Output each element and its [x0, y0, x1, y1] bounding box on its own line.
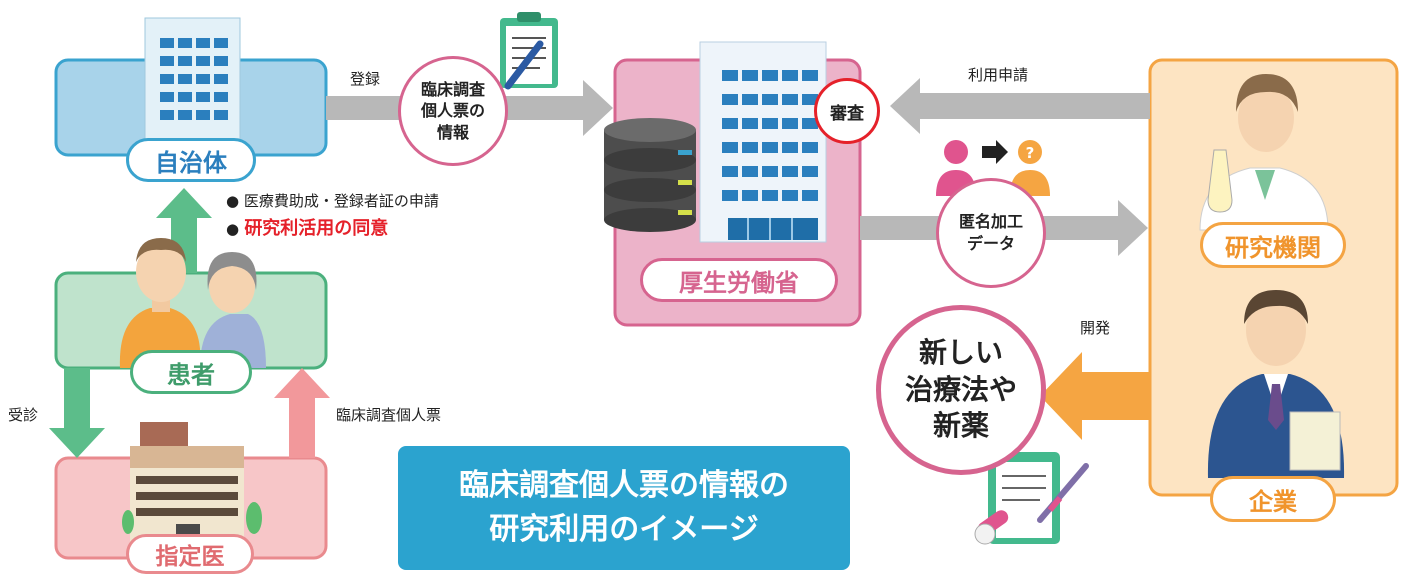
bullet-consent: ● 研究利活用の同意: [226, 214, 388, 240]
patient-label: 患者: [130, 350, 252, 394]
clinic-building-icon: [122, 422, 262, 548]
bullet-consent-text: 研究利活用の同意: [244, 218, 389, 239]
designated-doctor-label: 指定医: [126, 534, 254, 574]
development-label: 開発: [1080, 319, 1111, 337]
database-icon: [604, 118, 696, 232]
mhlw-label: 厚生労働省: [640, 258, 838, 302]
new-treatment-bubble: 新しい 治療法や 新薬: [876, 305, 1046, 475]
patient-woman-illustration: [200, 252, 266, 368]
medicine-clipboard-icon: [974, 452, 1089, 545]
municipality-building-icon: [144, 17, 241, 149]
businessman-illustration: [1207, 290, 1345, 478]
mhlw-building-icon: [699, 41, 827, 243]
title-line-1: 臨床調査個人票の情報の: [459, 468, 789, 503]
clinical-form-label: 臨床調査個人票: [336, 406, 442, 424]
clinical-info-bubble: 臨床調査 個人票の 情報: [398, 56, 508, 166]
development-arrow: [1040, 352, 1150, 440]
researcher-illustration: [1199, 74, 1329, 231]
bullet-dot: ●: [226, 192, 244, 210]
use-application-label: 利用申請: [968, 66, 1029, 84]
clipboard-icon: [500, 12, 558, 90]
bullet-application: ● 医療費助成・登録者証の申請: [226, 190, 439, 211]
anonymized-data-bubble: 匿名加工 データ: [936, 178, 1046, 288]
consultation-down-arrow: [49, 368, 105, 458]
consultation-label: 受診: [8, 406, 39, 424]
research-institution-label: 研究機関: [1200, 222, 1346, 268]
bullet-dot: ●: [226, 220, 245, 238]
review-badge: 審査: [814, 78, 880, 144]
municipality-label: 自治体: [126, 138, 256, 182]
svg-text:?: ?: [1026, 144, 1035, 162]
use-application-arrow: [890, 78, 1150, 134]
register-label: 登録: [350, 70, 381, 88]
clinical-form-up-arrow: [274, 368, 330, 458]
title-line-2: 研究利用のイメージ: [489, 512, 759, 547]
title-box: 臨床調査個人票の情報の 研究利用のイメージ: [398, 446, 850, 570]
consent-up-arrow: [156, 188, 212, 273]
bullet-application-text: 医療費助成・登録者証の申請: [243, 192, 439, 210]
company-label: 企業: [1210, 476, 1336, 522]
